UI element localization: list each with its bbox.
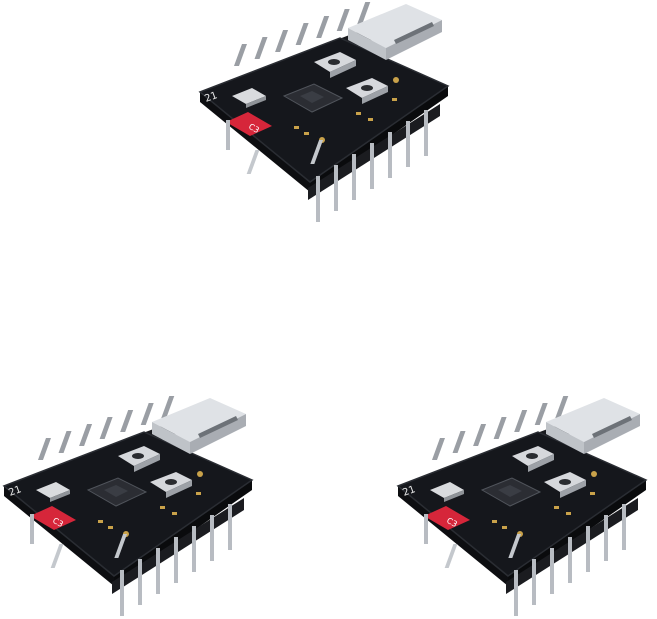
chip-badge: C3 bbox=[424, 506, 470, 530]
front-header-pins bbox=[120, 504, 232, 616]
pin-label: 21 bbox=[401, 484, 417, 499]
board-image-bottom-right: C3 21 bbox=[394, 394, 654, 619]
crystal bbox=[232, 88, 266, 108]
esp-chip bbox=[282, 83, 344, 113]
front-pin-tops bbox=[50, 534, 128, 568]
chip-badge: C3 bbox=[30, 506, 76, 530]
back-header-pins bbox=[37, 396, 175, 460]
boot-button bbox=[118, 446, 160, 472]
reset-button bbox=[346, 78, 388, 104]
esp-chip bbox=[480, 477, 542, 507]
pcb-side bbox=[200, 92, 310, 192]
pcb-side bbox=[4, 486, 114, 586]
usb-c-connector bbox=[348, 4, 442, 60]
front-pin-tops bbox=[246, 140, 324, 174]
front-header-pins bbox=[514, 504, 626, 616]
front-header-pins bbox=[316, 110, 428, 222]
esp-chip bbox=[86, 477, 148, 507]
pcb-board bbox=[198, 37, 450, 183]
left-header-pin bbox=[424, 514, 428, 544]
boot-button bbox=[314, 52, 356, 78]
front-pin-tops bbox=[444, 534, 522, 568]
back-header-pins bbox=[233, 2, 371, 66]
reset-button bbox=[544, 472, 586, 498]
board-image-bottom-left: C3 21 bbox=[0, 394, 260, 619]
boot-button bbox=[512, 446, 554, 472]
pin-label: 21 bbox=[203, 90, 219, 105]
crystal bbox=[36, 482, 70, 502]
pin-label: 21 bbox=[7, 484, 23, 499]
left-header-pin bbox=[226, 120, 230, 150]
left-header-pin bbox=[30, 514, 34, 544]
pcb-board bbox=[2, 431, 254, 577]
back-header-pins bbox=[431, 396, 569, 460]
pcb-side bbox=[398, 486, 508, 586]
pcb-board bbox=[396, 431, 648, 577]
usb-c-connector bbox=[546, 398, 640, 454]
usb-c-connector bbox=[152, 398, 246, 454]
crystal bbox=[430, 482, 464, 502]
reset-button bbox=[150, 472, 192, 498]
board-image-top: C3 21 bbox=[196, 0, 456, 225]
chip-badge: C3 bbox=[226, 112, 272, 136]
